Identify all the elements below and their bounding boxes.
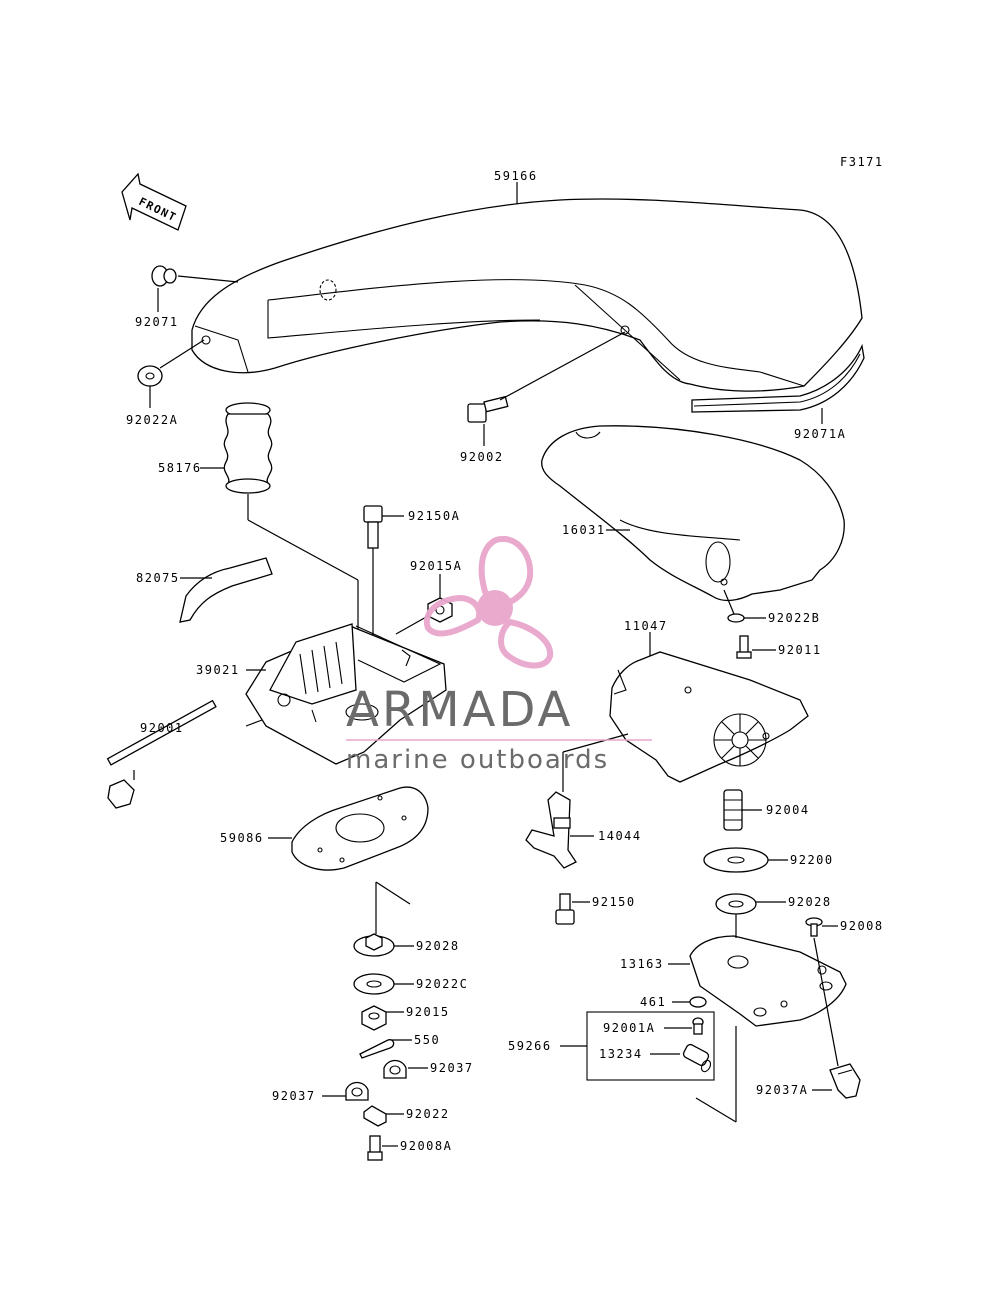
label-92011: 92011 [778,643,822,657]
label-92001: 92001 [140,721,184,735]
clamp-92037-right-part [383,1059,407,1079]
cotter-pin-550-part [359,1039,395,1059]
label-92150A: 92150A [408,509,460,523]
label-92071: 92071 [135,315,179,329]
label-92022: 92022 [406,1107,450,1121]
label-92028-left: 92028 [416,939,460,953]
label-92200: 92200 [790,853,834,867]
washer-92022C-part [353,973,395,995]
label-92015: 92015 [406,1005,450,1019]
seal-strip-92071A-part [691,343,865,413]
label-59086: 59086 [220,831,264,845]
label-92008: 92008 [840,919,884,933]
pin-92001A-part [692,1017,704,1035]
washer-92028-right-part [715,893,757,915]
label-92015A: 92015A [410,559,462,573]
label-92071A: 92071A [794,427,846,441]
bolt-92002-part [467,395,509,423]
hood-cover-part [191,198,863,392]
stud-92004-part [723,789,743,831]
label-92001A: 92001A [603,1021,655,1035]
label-92022B: 92022B [768,611,820,625]
grommet-92071-part [151,265,177,287]
long-bolt-92001-part [106,699,217,809]
label-14044: 14044 [598,829,642,843]
plate-11047-part [609,651,809,783]
label-92150: 92150 [592,895,636,909]
label-92004: 92004 [766,803,810,817]
nut-461-part [689,996,707,1008]
clip-92022-part [363,1105,387,1127]
bolt-92150-part [555,893,575,925]
figure-code: F3171 [840,155,884,169]
label-82075: 82075 [136,571,180,585]
castle-nut-92015-part [361,1005,387,1031]
label-92022C: 92022C [416,977,468,991]
label-461: 461 [640,995,666,1009]
bracket-82075-part [179,557,273,623]
front-arrow-icon: FRONT [121,172,187,231]
label-92008A: 92008A [400,1139,452,1153]
washer-92022B-part [727,613,745,623]
watermark-brand: ARMADA [346,682,573,738]
bolt-92150A-part [363,505,383,549]
label-16031: 16031 [562,523,606,537]
screw-92008-part [805,917,823,937]
label-13163: 13163 [620,957,664,971]
label-59266: 59266 [508,1039,552,1053]
armada-watermark-logo [423,535,554,669]
clamp-92037-left-part [345,1081,369,1101]
label-13234: 13234 [599,1047,643,1061]
washer-92200-part [703,847,769,873]
washer-92028-left-part [353,933,395,957]
label-550: 550 [414,1033,440,1047]
label-92002: 92002 [460,450,504,464]
clamp-92037A-part [829,1063,861,1099]
clip-14044-part [525,791,577,869]
gasket-59086-part [291,786,429,871]
label-11047: 11047 [624,619,668,633]
screw-92008A-part [367,1135,383,1161]
label-92028-right: 92028 [788,895,832,909]
label-58176: 58176 [158,461,202,475]
label-92022A: 92022A [126,413,178,427]
label-39021: 39021 [196,663,240,677]
propeller-icon [423,535,554,669]
label-92037A: 92037A [756,1083,808,1097]
cover-16031-part [541,425,845,602]
washer-92022A-part [137,365,163,387]
label-92037-left: 92037 [272,1089,316,1103]
bushing-13234-part [682,1043,712,1073]
label-92037-right: 92037 [430,1061,474,1075]
watermark-tagline: marine outboards [346,745,609,775]
bolt-92011-part [736,635,752,659]
housing-39021-part [245,623,447,765]
bellows-boot-58176-part [223,402,273,494]
label-59166: 59166 [494,169,538,183]
plate-13163-part [689,935,847,1027]
